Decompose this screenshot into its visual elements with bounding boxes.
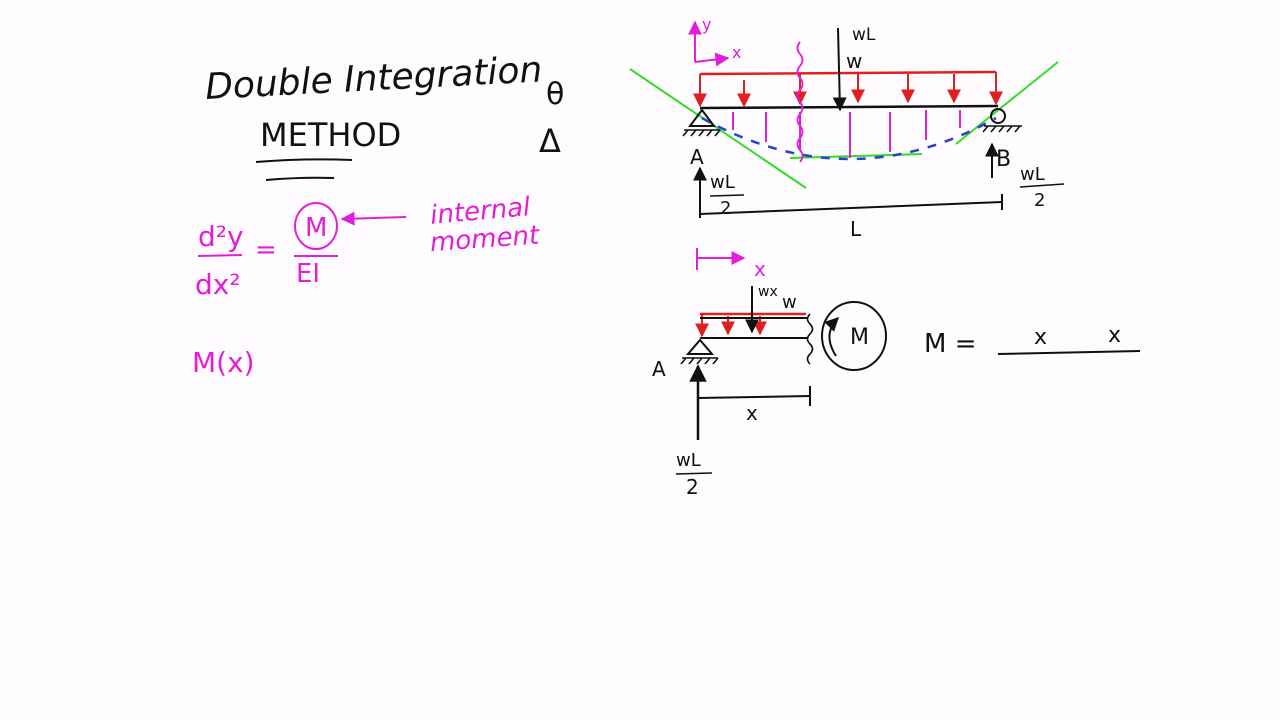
moment-equation: M = x x xyxy=(924,323,1141,359)
distributed-load-top xyxy=(699,70,997,76)
eq-fraction-bar xyxy=(197,254,243,257)
section-cut-edge xyxy=(806,313,814,365)
support-b-label: B xyxy=(996,147,1011,172)
eq-denominator: dx² xyxy=(195,268,241,301)
deflection-ordinates xyxy=(732,110,961,158)
distributed-load-arrows xyxy=(693,72,1003,108)
reaction-a-den: 2 xyxy=(720,198,731,219)
span-label: L xyxy=(850,217,862,241)
resultant-label: wL xyxy=(852,25,876,45)
x-axis-label: x xyxy=(732,43,741,62)
section-length-line xyxy=(697,395,811,399)
section-resultant-label: wx xyxy=(758,284,778,300)
deflected-shape xyxy=(701,116,997,161)
span-dimension-line xyxy=(699,201,1003,215)
section-pin-hatch xyxy=(680,357,719,365)
section-reaction-den: 2 xyxy=(686,475,699,499)
eq-moment: M xyxy=(305,213,327,243)
section-length-label: x xyxy=(746,401,758,425)
section-load-label: w xyxy=(782,292,797,313)
moment-pointer-arrow xyxy=(340,211,407,226)
section-moment-circle xyxy=(821,301,887,371)
roller-support-b-hatch xyxy=(982,125,1022,133)
note-moment: moment xyxy=(429,220,541,258)
beam-line xyxy=(699,104,999,110)
eq-ei: EI xyxy=(296,259,320,289)
reaction-b-bar xyxy=(1019,183,1065,188)
title-underline-2 xyxy=(265,176,335,181)
title-block: Double Integration METHOD xyxy=(204,49,543,181)
moment-eq-term1: x xyxy=(1034,325,1047,350)
moment-eq-lhs: M = xyxy=(924,329,976,359)
differential-equation: d²y dx² = M EI internal moment xyxy=(195,192,541,301)
support-a-label: A xyxy=(690,145,704,169)
eq-equals: = xyxy=(255,235,277,265)
tangent-line-left xyxy=(629,68,807,189)
pin-support-a-hatch xyxy=(682,129,721,137)
moment-circle xyxy=(294,202,338,250)
title-line-2: METHOD xyxy=(260,116,401,154)
section-x-label: x xyxy=(754,257,766,281)
section-reaction-bar xyxy=(675,472,713,475)
y-axis-label: y xyxy=(702,15,711,34)
roller-support-b xyxy=(990,108,1006,124)
reaction-a-bar xyxy=(709,194,745,197)
reaction-a-num: wL xyxy=(710,172,735,193)
section-moment-label: M xyxy=(850,325,869,350)
pin-support-a xyxy=(688,108,716,127)
section-moment-arrow xyxy=(824,317,839,357)
moment-eq-blank-line xyxy=(997,350,1141,355)
eq-numerator: d²y xyxy=(198,220,244,253)
section-support-label: A xyxy=(652,357,666,381)
moment-eq-term2: x xyxy=(1108,323,1121,348)
theta-symbol: θ xyxy=(546,77,564,112)
full-beam-diagram: y x xyxy=(629,15,1065,241)
section-cut-squiggle xyxy=(796,41,804,163)
title-line-1: Double Integration xyxy=(204,49,543,108)
load-label: w xyxy=(846,49,862,73)
x-axis-arrow xyxy=(694,52,730,67)
section-reaction-num: wL xyxy=(676,450,701,471)
section-pin-support xyxy=(685,338,715,355)
reaction-b-den: 2 xyxy=(1034,190,1045,211)
moment-function-label: M(x) xyxy=(192,346,255,379)
tangent-line-right xyxy=(955,61,1059,145)
resultant-arrow xyxy=(832,27,847,112)
delta-symbol: Δ xyxy=(539,122,561,160)
section-free-body-diagram: x wx w M A wL 2 x xyxy=(652,248,887,499)
reaction-b-num: wL xyxy=(1020,164,1045,185)
title-underline-1 xyxy=(255,158,353,163)
